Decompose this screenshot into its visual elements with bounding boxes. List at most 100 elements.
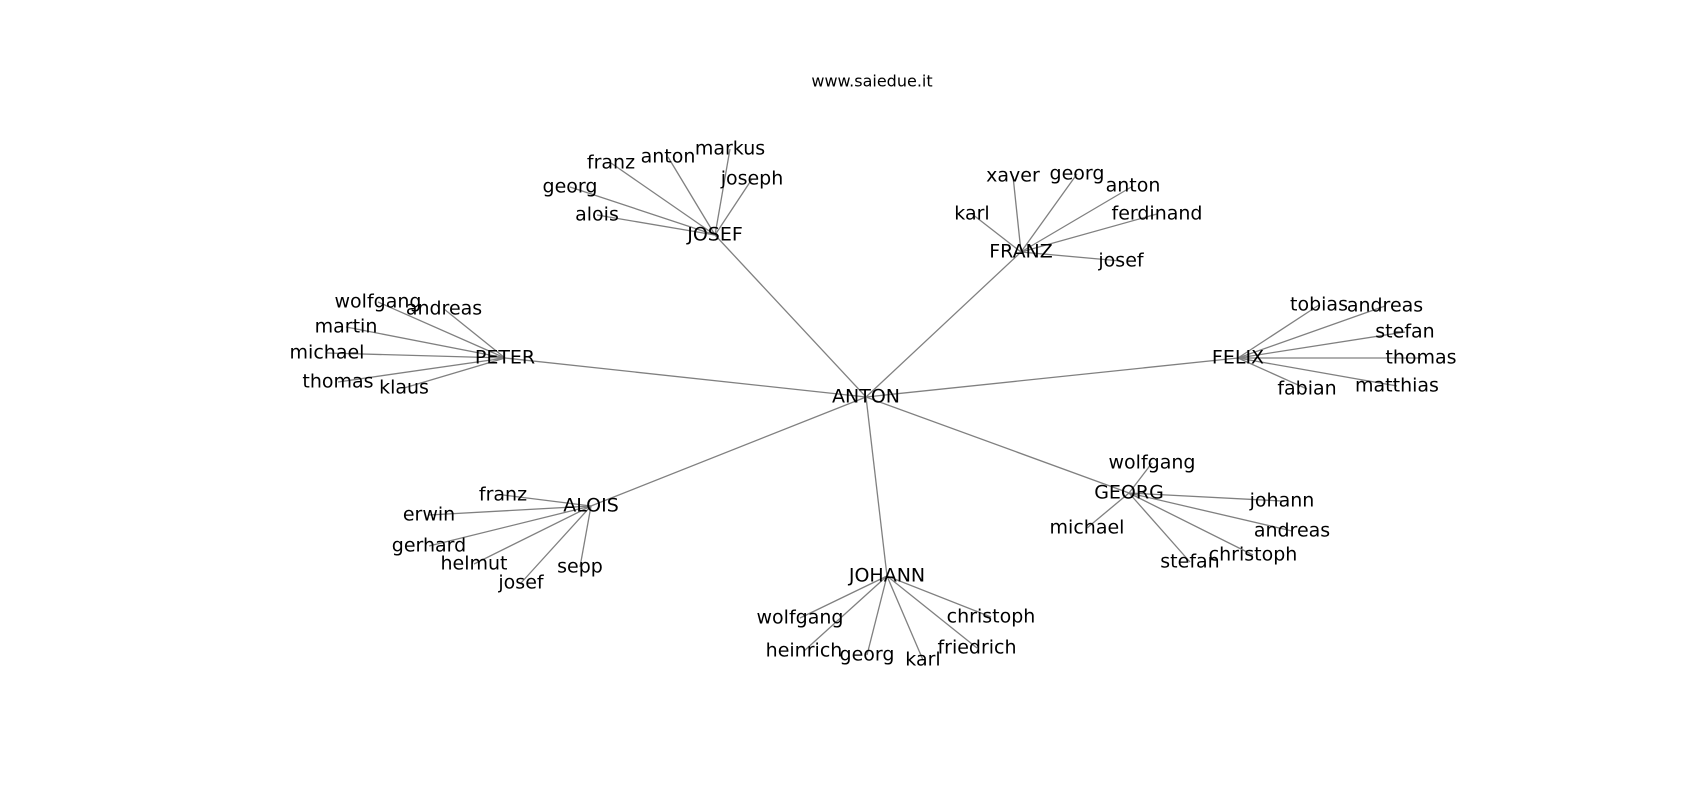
leaf-label: christoph <box>947 606 1036 628</box>
edge-peter-thomas <box>337 357 506 383</box>
edge-franz-josef <box>1020 251 1122 262</box>
leaf-label: friedrich <box>937 637 1016 659</box>
hub-label-georg: GEORG <box>1094 482 1164 504</box>
leaf-label: erwin <box>403 504 455 526</box>
leaf-label: anton <box>641 146 696 168</box>
edge-alois-sepp <box>579 505 592 568</box>
leaf-label: karl <box>954 203 989 225</box>
leaf-label: sepp <box>557 556 603 578</box>
edge-alois-franz <box>502 494 592 507</box>
root-label: ANTON <box>832 386 900 408</box>
edge-peter-michael <box>326 352 506 359</box>
leaf-label: georg <box>543 176 598 198</box>
hub-label-alois: ALOIS <box>563 495 619 517</box>
hub-label-peter: PETER <box>475 347 535 369</box>
leaf-label: heinrich <box>766 640 843 662</box>
leaf-label: andreas <box>1347 295 1423 317</box>
leaf-label: franz <box>479 484 527 506</box>
edge-georg-stefan <box>1128 492 1191 563</box>
edge-root-josef <box>714 234 867 398</box>
edge-alois-gerhard <box>428 505 592 547</box>
edge-johann-wolfgang <box>799 575 888 619</box>
leaf-label: martin <box>315 316 378 338</box>
leaf-label: wolfgang <box>757 607 844 629</box>
edge-johann-heinrich <box>803 575 888 652</box>
edge-alois-erwin <box>428 505 592 516</box>
leaf-label: helmut <box>440 553 507 575</box>
leaf-label: fabian <box>1277 378 1336 400</box>
edge-johann-karl <box>886 575 924 661</box>
edge-georg-johann <box>1128 492 1283 502</box>
edge-georg-wolfgang <box>1128 462 1153 494</box>
edge-franz-anton <box>1020 185 1134 253</box>
edge-alois-josef <box>520 505 592 584</box>
edge-root-peter <box>504 357 867 398</box>
leaf-label: alois <box>575 204 619 226</box>
leaf-label: matthias <box>1355 375 1439 397</box>
edge-peter-martin <box>345 326 506 359</box>
edge-root-georg <box>865 396 1130 494</box>
edge-root-alois <box>590 396 867 507</box>
edge-johann-georg <box>866 575 888 656</box>
leaf-label: georg <box>1050 163 1105 185</box>
edge-josef-joseph <box>714 178 753 236</box>
edge-josef-georg <box>569 186 716 236</box>
edge-felix-fabian <box>1237 357 1308 390</box>
edge-felix-stefan <box>1237 331 1406 359</box>
edges-layer <box>326 148 1421 661</box>
edge-josef-anton <box>667 156 716 236</box>
leaf-label: anton <box>1106 175 1161 197</box>
leaf-label: christoph <box>1209 544 1298 566</box>
leaf-label: johann <box>1249 490 1315 512</box>
edge-root-johann <box>865 396 888 577</box>
leaf-label: xaver <box>986 165 1040 187</box>
hub-label-felix: FELIX <box>1212 347 1264 369</box>
leaf-label: joseph <box>720 168 784 190</box>
leaf-label: franz <box>587 152 635 174</box>
edge-josef-franz <box>610 162 716 236</box>
leaf-label: wolfgang <box>335 291 422 313</box>
leaf-label: klaus <box>379 377 429 399</box>
leaf-label: thomas <box>1385 347 1456 369</box>
edge-franz-karl <box>971 213 1022 253</box>
leaf-label: andreas <box>1254 520 1330 542</box>
leaf-label: michael <box>290 342 365 364</box>
edge-felix-matthias <box>1237 357 1398 387</box>
edge-peter-andreas <box>443 308 506 359</box>
edge-root-felix <box>865 357 1239 398</box>
edge-johann-christoph <box>886 575 992 618</box>
edge-georg-michael <box>1086 492 1130 529</box>
leaf-label: michael <box>1050 517 1125 539</box>
edge-peter-klaus <box>403 357 506 389</box>
edge-franz-georg <box>1020 173 1078 253</box>
leaf-label: stefan <box>1375 321 1434 343</box>
edge-georg-christoph <box>1128 492 1254 556</box>
leaf-label: ferdinand <box>1112 203 1203 225</box>
leaf-label: andreas <box>406 298 482 320</box>
leaf-label: wolfgang <box>1109 452 1196 474</box>
leaf-label: karl <box>905 649 940 671</box>
edge-josef-alois <box>596 214 716 236</box>
edge-franz-xaver <box>1012 175 1022 253</box>
edge-franz-ferdinand <box>1020 213 1158 253</box>
edge-josef-markus <box>714 148 731 236</box>
edge-root-franz <box>865 251 1022 398</box>
edge-alois-helmut <box>473 505 592 565</box>
site-url-text: www.saiedue.it <box>811 72 932 91</box>
hub-label-franz: FRANZ <box>989 241 1053 263</box>
leaf-label: stefan <box>1160 551 1219 573</box>
leaf-label: georg <box>840 644 895 666</box>
edge-peter-wolfgang <box>377 301 506 359</box>
leaf-label: josef <box>497 572 544 594</box>
leaf-label: gerhard <box>392 535 466 557</box>
leaf-label: tobias <box>1290 294 1348 316</box>
leaf-label: josef <box>1097 250 1144 272</box>
leaf-label: thomas <box>302 371 373 393</box>
hub-label-johann: JOHANN <box>848 565 925 587</box>
edge-georg-andreas <box>1128 492 1293 532</box>
edge-felix-andreas <box>1237 305 1386 359</box>
edge-felix-tobias <box>1237 304 1320 359</box>
leaf-label: markus <box>695 138 765 160</box>
